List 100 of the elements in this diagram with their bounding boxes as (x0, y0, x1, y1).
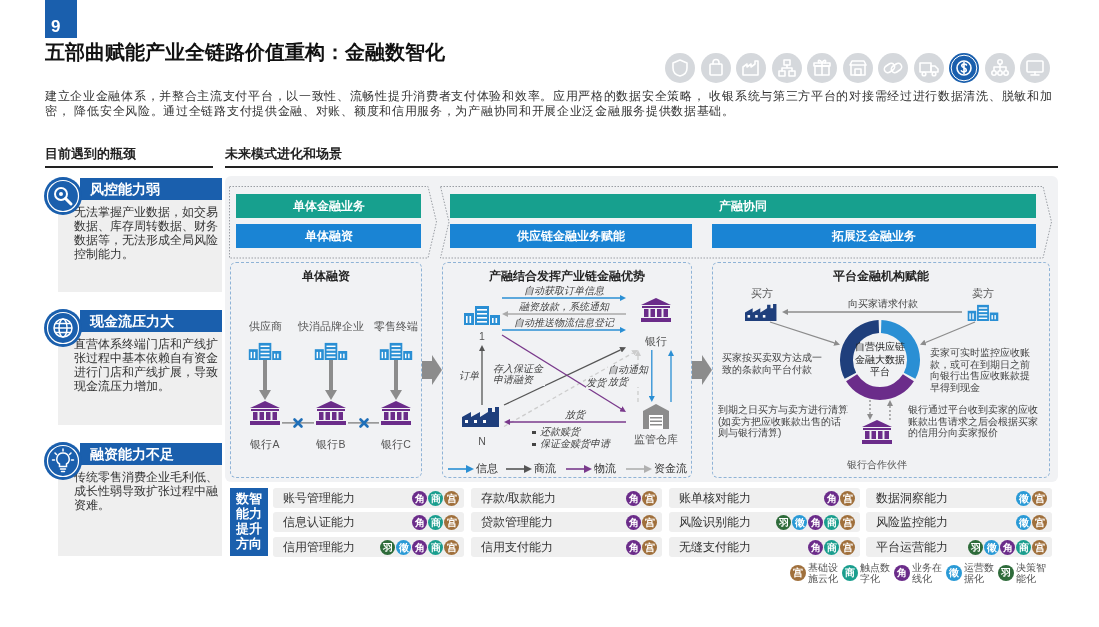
platform-label: 自营供应链金融大数据平台 (854, 341, 906, 379)
category-tag: 徵 (792, 514, 807, 530)
category-tag: 羽 (380, 539, 395, 555)
arrow (503, 347, 626, 406)
category-tag: 角 (808, 539, 823, 555)
capability-label: 风险监控能力 (876, 515, 948, 529)
legend-label: 触点数字化 (860, 562, 891, 584)
arrow (782, 309, 963, 315)
node-label: 监管仓库 (634, 433, 678, 445)
edge-label: 自动通知放货 (608, 364, 649, 387)
section-bar (236, 224, 421, 248)
category-tag: 商 (1016, 539, 1031, 555)
edge-label: 自动获取订单信息 (524, 285, 604, 297)
dashed-arrow (887, 400, 893, 421)
card-heading: 现金流压力大 (90, 313, 174, 329)
section-bar (450, 224, 692, 248)
section-bar (712, 224, 1036, 248)
arrow (501, 327, 626, 333)
category-tag: 宫 (1032, 490, 1047, 506)
legend-tag: 角 (894, 565, 910, 581)
category-tag: 宫 (642, 514, 657, 530)
scenario-panel (442, 262, 692, 478)
block-arrow (259, 360, 271, 400)
node-label: 银行B (316, 438, 346, 450)
section-heading: 目前遇到的瓶颈 (45, 146, 136, 162)
category-tag: 商 (824, 514, 839, 530)
category-tag: 角 (412, 514, 427, 530)
legend-label: 商流 (534, 461, 556, 475)
node-label: 银行 (645, 335, 667, 347)
arrow (501, 295, 626, 301)
capability-label: 信用支付能力 (481, 540, 553, 554)
edge-label: 存入保证金申请融资 (493, 362, 545, 386)
category-tag: 徵 (1016, 490, 1031, 506)
node-label: 银行A (250, 438, 280, 450)
intro-paragraph: 建立企业金融体系，并整合主流支付平台，以一致性、流畅性提升消费者支付体验和效率。应用严格的数据安全策略， 收银系统与第三方平台的对接需经过进行数据清洗、脱敏和加密， 降低安全风险。通过全链路支付提供金融、对账、额度和信用服务，为产融协同和开展企业泛金融服务提供数据基础。 (45, 89, 1054, 119)
legend-label: 物流 (594, 461, 616, 475)
node-label: 供应商 (248, 320, 282, 332)
bullet-text: 保证金赎货申请 (540, 438, 610, 450)
arrow (504, 419, 627, 425)
category-tag: 宫 (444, 490, 459, 506)
category-tag: 商 (428, 514, 443, 530)
capability-label: 账单核对能力 (679, 491, 751, 505)
category-tag: 宫 (840, 539, 855, 555)
section-bar (450, 194, 1036, 218)
edge-label: 融资放款，系统通知 (519, 301, 609, 313)
block-arrow (390, 360, 402, 400)
legend-tag: 徵 (946, 565, 962, 581)
card-description: 无法掌握产业数据，如交易数据、库存周转数据、财务数据等，无法形成全局风险控制能力。 (74, 205, 219, 261)
category-tag: 宫 (840, 490, 855, 506)
node-label: 1 (479, 330, 485, 342)
capability-label: 信息认证能力 (283, 515, 355, 529)
table-header (230, 488, 268, 556)
category-tag: 角 (1000, 539, 1015, 555)
connector-line (347, 422, 380, 424)
capability-label: 数据洞察能力 (876, 491, 948, 505)
category-tag: 角 (808, 514, 823, 530)
section-heading: 未来模式进化和场景 (225, 146, 342, 162)
edge-label: 银行通过平台收到卖家的应收账款出售请求之后会根据买家的信用分向卖家报价 (908, 404, 1040, 439)
category-tag: 角 (626, 490, 641, 506)
panel-title: 产融结合发挥产业链金融优势 (489, 269, 645, 283)
category-tag: 角 (626, 539, 641, 555)
legend-label: 业务在线化 (912, 562, 943, 584)
edge-label: 发货 (586, 377, 607, 389)
node-label: N (478, 435, 486, 447)
category-tag: 角 (412, 539, 427, 555)
capability-label: 贷款管理能力 (481, 515, 553, 529)
node-label: 买方 (751, 287, 773, 299)
arrow (479, 345, 485, 406)
arrow (501, 334, 626, 412)
node-label: 卖方 (972, 287, 994, 299)
legend-label: 基础设施云化 (808, 562, 839, 584)
capability-label: 账号管理能力 (283, 491, 355, 505)
node-label: 快消品牌企业 (298, 320, 364, 332)
page-number: 9 (51, 17, 61, 36)
legend-tag: 商 (842, 565, 858, 581)
node-label: 银行合作伙伴 (847, 459, 907, 471)
edge-label: 自动推送物流信息登记 (514, 317, 614, 329)
arrow (920, 321, 976, 346)
capability-label: 风险识别能力 (679, 515, 751, 529)
legend-label: 运营数据化 (964, 562, 995, 584)
card-heading: 风控能力弱 (90, 181, 160, 197)
category-tag: 角 (824, 490, 839, 506)
category-tag: 宫 (840, 514, 855, 530)
legend-label: 资金流 (654, 461, 687, 475)
category-tag: 商 (428, 539, 443, 555)
bar-label: 供应链金融业务赋能 (517, 229, 625, 243)
edge-label: 到期之日买方与卖方进行清算(如卖方把应收账款出售的话则与银行清算) (718, 404, 850, 439)
card-heading: 融资能力不足 (90, 446, 174, 462)
bar-label: 单体融资 (304, 229, 353, 243)
legend-tag: 羽 (998, 565, 1014, 581)
arrow (769, 321, 840, 346)
panel-title: 平台金融机构赋能 (833, 269, 929, 283)
legend-tag: 宫 (790, 565, 806, 581)
legend-label: 决策智能化 (1016, 562, 1047, 584)
category-tag: 宫 (444, 539, 459, 555)
scenario-panel (230, 262, 422, 478)
capability-label: 存款/取款能力 (481, 491, 557, 505)
category-tag: 角 (626, 514, 641, 530)
category-tag: 商 (824, 539, 839, 555)
category-tag: 宫 (642, 539, 657, 555)
